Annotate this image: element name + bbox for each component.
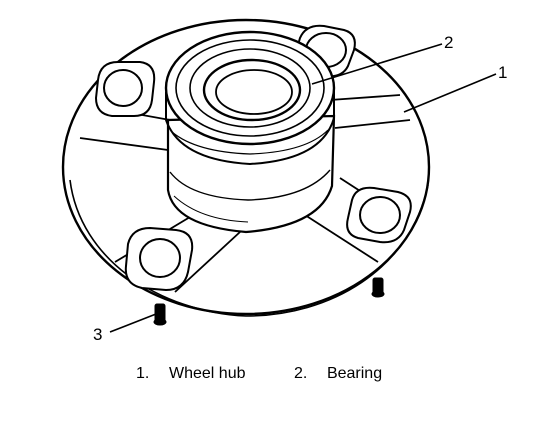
callout-number-1: 1 <box>498 63 508 82</box>
legend-number: 1. <box>136 365 150 382</box>
leader-1 <box>403 73 497 113</box>
hub-body <box>166 114 336 234</box>
boss-front <box>124 226 194 292</box>
bearing <box>164 30 336 166</box>
leader-2 <box>311 43 443 85</box>
legend-item-wheel-hub: 1. Wheel hub <box>136 365 246 383</box>
leader-3 <box>109 313 157 333</box>
legend-label: Wheel hub <box>169 365 246 382</box>
callout-number-2: 2 <box>444 33 454 52</box>
wheel-studs <box>153 277 385 326</box>
boss-left <box>94 61 156 117</box>
leader-lines <box>109 43 497 333</box>
legend: 1. Wheel hub 2. Bearing <box>136 365 382 383</box>
boss-right <box>346 186 412 244</box>
legend-number: 2. <box>293 365 308 382</box>
legend-item-bearing: 2. Bearing <box>294 365 382 383</box>
callout-number-3: 3 <box>93 325 103 344</box>
legend-label: Bearing <box>326 365 383 382</box>
stud-bosses <box>94 24 412 292</box>
